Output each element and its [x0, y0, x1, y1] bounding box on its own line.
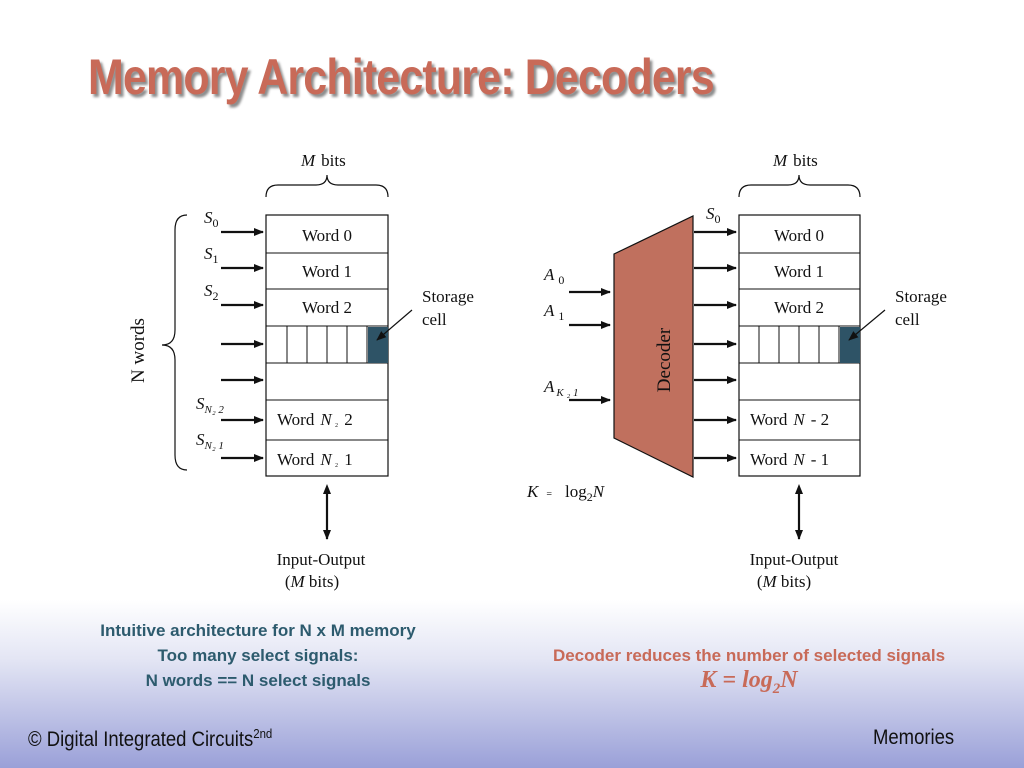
decoder-block — [613, 215, 694, 478]
decoder-label: Decoder — [654, 327, 675, 392]
right-io-label-line2: (M bits) — [757, 572, 811, 591]
slide-title: Memory Architecture: Decoders — [88, 49, 715, 105]
left-bits-brace — [265, 174, 389, 198]
left-select-s2: S2 — [204, 281, 219, 303]
right-storage-pointer — [848, 309, 886, 341]
right-caption-line-1: Decoder reduces the number of selected s… — [552, 646, 946, 665]
footer-edition: 2nd — [253, 726, 273, 741]
left-bit-cells — [286, 326, 368, 363]
right-caption-formula: K = log2N — [500, 668, 998, 702]
right-storage-label-line2: cell — [895, 310, 920, 329]
formula-k-equals-log: K = log — [700, 667, 773, 693]
left-caption: Intuitive architecture for N x M memory … — [40, 618, 476, 693]
right-word-1-label: Word 1 — [774, 262, 824, 281]
left-n-words-brace — [161, 214, 188, 471]
left-memory-array — [265, 214, 389, 477]
decoder-output-arrows — [694, 228, 737, 462]
left-word-0-label: Word 0 — [302, 226, 352, 245]
right-storage-cell-highlight — [840, 327, 860, 363]
formula-subscript: 2 — [772, 680, 781, 697]
right-caption: Decoder reduces the number of selected s… — [500, 643, 998, 702]
left-caption-line-1: Intuitive architecture for N x M memory — [100, 621, 416, 640]
right-bits-brace — [738, 174, 861, 198]
right-io-label-line1: Input-Output — [750, 550, 839, 569]
right-select-s0: S0 — [706, 204, 721, 226]
right-bit-cells — [758, 326, 840, 363]
formula-n: N — [780, 667, 798, 693]
footer-copyright-text: © Digital Integrated Circuits — [28, 728, 254, 751]
k-equals-log2n: K=log2N — [526, 482, 606, 504]
n-words-label: N words — [128, 318, 149, 383]
footer-section: Memories — [873, 726, 955, 749]
address-input-arrows — [569, 288, 611, 404]
right-storage-label-line1: Storage — [895, 287, 947, 306]
left-storage-pointer — [376, 309, 413, 341]
right-word-2-label: Word 2 — [774, 298, 824, 317]
left-word-1-label: Word 1 — [302, 262, 352, 281]
left-io-label-line2: (M bits) — [285, 572, 339, 591]
right-word-0-label: Word 0 — [774, 226, 824, 245]
left-caption-line-2: Too many select signals: — [157, 646, 359, 665]
footer-copyright: © Digital Integrated Circuits2nd — [28, 726, 272, 752]
left-word-2-label: Word 2 — [302, 298, 352, 317]
left-select-s1: S1 — [204, 244, 219, 266]
left-select-arrows — [221, 228, 264, 462]
left-caption-line-3: N words == N select signals — [145, 671, 371, 690]
left-io-label-line1: Input-Output — [277, 550, 366, 569]
left-select-sn-minus-1: SN₂ 1 — [196, 430, 224, 452]
left-select-s0: S0 — [204, 208, 219, 230]
left-storage-label-line2: cell — [422, 310, 447, 329]
right-memory-array — [738, 214, 861, 477]
left-select-sn-minus-2: SN₂ 2 — [196, 394, 224, 416]
left-storage-label-line1: Storage — [422, 287, 474, 306]
